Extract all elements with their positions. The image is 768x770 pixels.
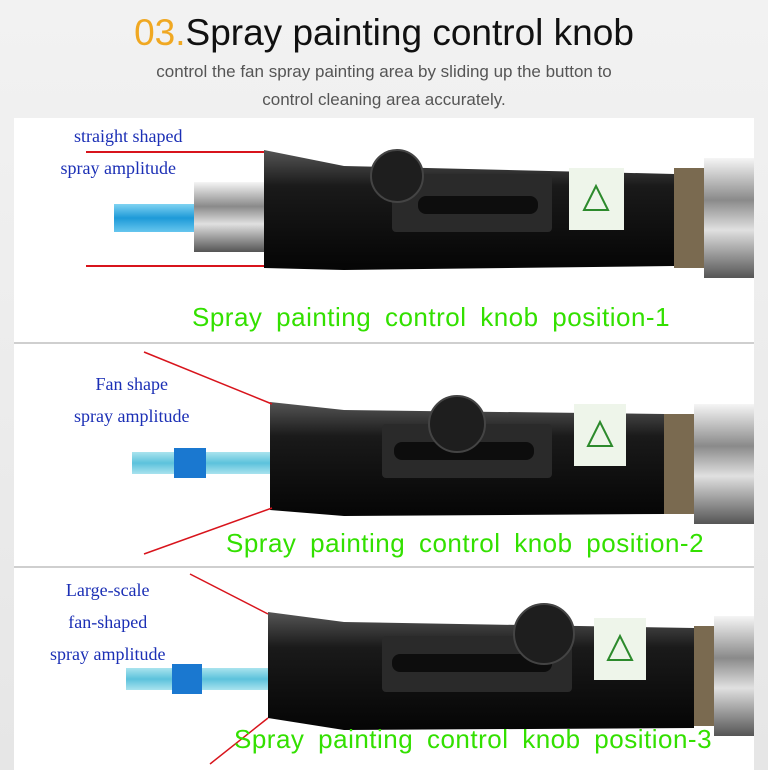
amplitude-label-3: Large-scale fan-shaped spray amplitude — [50, 574, 165, 670]
amplitude-label-line: spray amplitude — [50, 644, 166, 664]
spray-gun-image-2 — [132, 351, 754, 555]
amplitude-label-2: Fan shape spray amplitude — [74, 368, 189, 432]
section-number: 03. — [134, 12, 186, 53]
amplitude-label-line: fan-shaped — [68, 612, 148, 632]
divider — [14, 342, 754, 344]
position-caption-2: Spray painting control knob position-2 — [226, 528, 705, 558]
amplitude-label-line: straight shaped — [74, 126, 183, 146]
page-subtitle: control the fan spray painting area by s… — [0, 58, 768, 114]
spray-gun-image-1 — [86, 149, 754, 278]
header: 03.Spray painting control knob control t… — [0, 0, 768, 118]
amplitude-label-line: spray amplitude — [74, 406, 190, 426]
amplitude-label-1: straight shaped spray amplitude — [54, 120, 183, 184]
panel-position-3: Large-scale fan-shaped spray amplitude S… — [14, 568, 754, 770]
divider — [14, 566, 754, 568]
amplitude-label-line: Fan shape — [95, 374, 168, 394]
spray-gun-image-3 — [126, 573, 754, 765]
position-caption-3: Spray painting control knob position-3 — [234, 724, 713, 754]
page-title: 03.Spray painting control knob — [0, 12, 768, 54]
position-caption-1: Spray painting control knob position-1 — [192, 302, 671, 332]
title-text: Spray painting control knob — [185, 12, 634, 53]
subtitle-line-1: control the fan spray painting area by s… — [156, 62, 612, 81]
panel-position-1: straight shaped spray amplitude Spray pa… — [14, 118, 754, 342]
subtitle-line-2: control cleaning area accurately. — [262, 90, 506, 109]
panel-position-2: Fan shape spray amplitude Spray painting… — [14, 344, 754, 566]
amplitude-label-line: Large-scale — [65, 580, 150, 600]
amplitude-label-line: spray amplitude — [60, 158, 176, 178]
